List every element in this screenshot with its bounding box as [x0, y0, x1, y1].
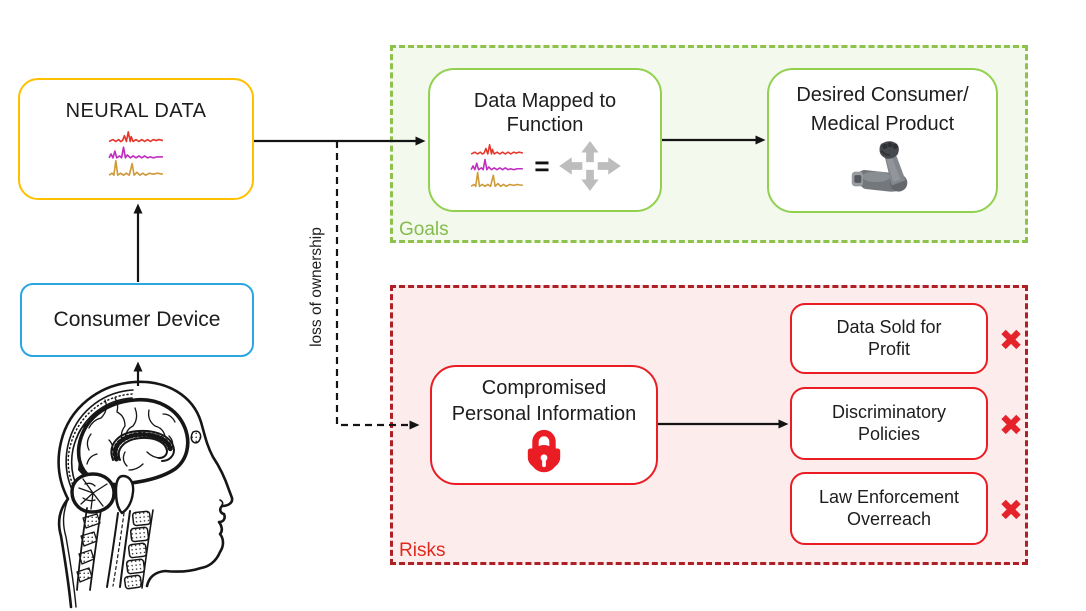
cross-mark-icon: ✖: [998, 323, 1024, 357]
compromised-info-box: Compromised Personal Information: [430, 365, 658, 485]
desired-product-line2: Medical Product: [810, 112, 955, 135]
outcome-line2: Policies: [857, 423, 921, 444]
arrow-loss-of-ownership-dashed: [335, 141, 420, 430]
risks-panel-label: Risks: [399, 540, 446, 561]
goals-panel-label: Goals: [399, 219, 449, 240]
cross-mark-icon: ✖: [998, 408, 1024, 442]
outcome-line1: Discriminatory: [831, 401, 946, 422]
compromised-line2: Personal Information: [451, 403, 637, 425]
desired-product-box: Desired Consumer/ Medical Product: [767, 68, 998, 213]
signal-waveform-icon: [108, 130, 164, 176]
outcome-line1: Data Sold for: [836, 316, 942, 337]
mechanical-arm-icon: [851, 141, 907, 192]
brain-sagittal-illustration-icon: [57, 380, 234, 609]
consumer-device-box: Consumer Device: [20, 283, 254, 357]
consumer-device-label: Consumer Device: [53, 308, 221, 332]
directional-arrows-icon: [558, 141, 621, 192]
data-mapped-box: Data Mapped to Function =: [428, 68, 662, 212]
compromised-line1: Compromised: [481, 376, 607, 399]
outcome-line2: Profit: [867, 338, 910, 359]
risk-outcome-discriminatory: Discriminatory Policies: [790, 387, 988, 460]
loss-of-ownership-label: loss of ownership: [308, 227, 325, 347]
cross-mark-icon: ✖: [998, 493, 1024, 527]
neural-data-box: NEURAL DATA: [18, 78, 254, 200]
risk-outcome-data-sold: Data Sold for Profit: [790, 303, 988, 374]
equals-sign: =: [534, 150, 550, 181]
outcome-line2: Overreach: [846, 508, 932, 529]
padlock-icon: [527, 430, 561, 473]
data-mapped-line2: Function: [506, 114, 584, 136]
data-mapped-line1: Data Mapped to: [473, 89, 617, 112]
neural-data-label: NEURAL DATA: [65, 100, 207, 123]
outcome-line1: Law Enforcement: [818, 486, 960, 507]
desired-product-line1: Desired Consumer/: [796, 84, 969, 107]
signal-waveform-icon: [470, 144, 524, 188]
risk-outcome-law-enforcement: Law Enforcement Overreach: [790, 472, 988, 545]
mapping-icon-row: =: [469, 141, 621, 192]
